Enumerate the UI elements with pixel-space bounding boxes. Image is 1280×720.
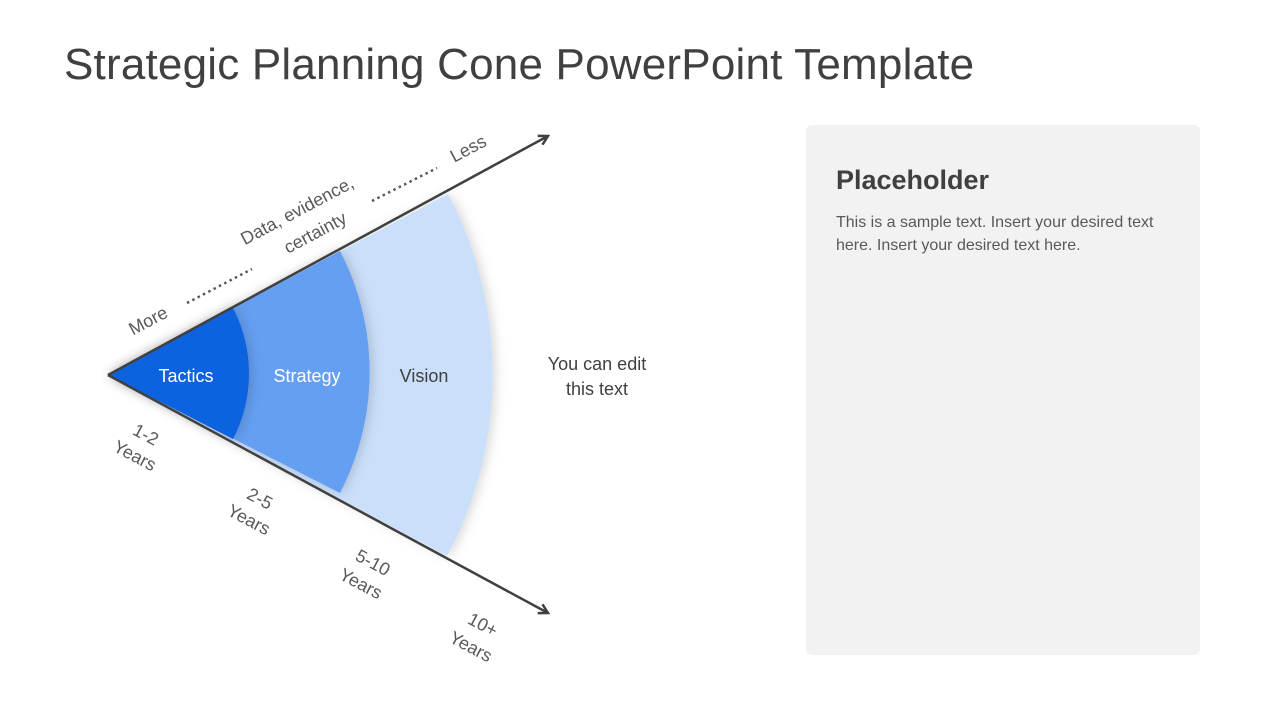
panel-body-text: This is a sample text. Insert your desir… xyxy=(836,214,1154,254)
dotted-connector-right xyxy=(371,166,438,203)
planning-cone-diagram: More Data, evidence, certainty Less Tact… xyxy=(107,131,700,666)
segment-label-tactics: Tactics xyxy=(158,366,213,386)
upper-axis-arrow xyxy=(107,136,548,377)
side-note-line1: You can edit xyxy=(547,354,647,374)
segment-label-vision: Vision xyxy=(400,366,449,386)
label-more: More xyxy=(125,302,171,339)
lower-axis-arrow xyxy=(107,373,548,613)
dotted-connector-left xyxy=(186,267,253,305)
editable-side-note: You can edit this text xyxy=(532,352,662,402)
placeholder-panel: Placeholder This is a sample text. Inser… xyxy=(806,125,1200,655)
segment-label-strategy: Strategy xyxy=(273,366,340,386)
side-note-line2: this text xyxy=(565,379,629,399)
cone-segment-tactics xyxy=(108,308,250,439)
panel-title: Placeholder xyxy=(836,165,990,195)
slide-title: Strategic Planning Cone PowerPoint Templ… xyxy=(64,40,975,89)
label-less: Less xyxy=(447,131,490,167)
